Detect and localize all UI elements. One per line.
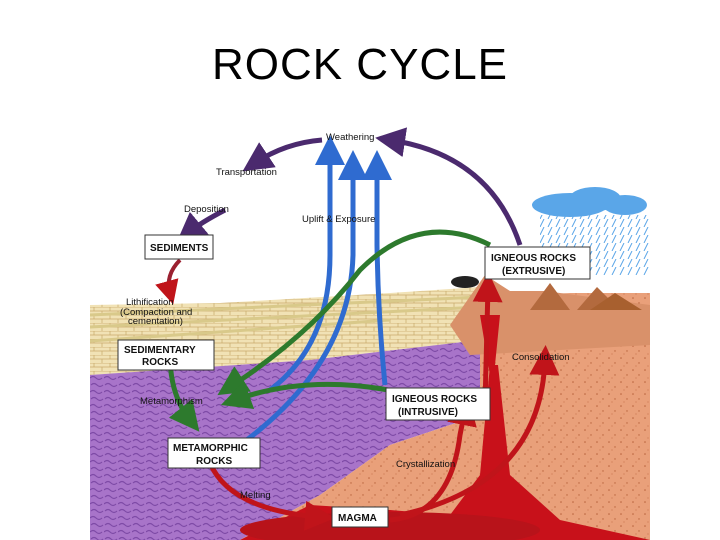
svg-text:ROCKS: ROCKS	[196, 456, 232, 467]
box-sedimentary-rocks: SEDIMENTARY ROCKS	[117, 339, 215, 371]
metamorphism-arrow-from-igneous	[217, 229, 492, 396]
label-deposition: Deposition	[184, 204, 229, 215]
label-melting: Melting	[240, 490, 271, 501]
box-igneous-intrusive: IGNEOUS ROCKS (INTRUSIVE)	[385, 387, 491, 421]
mountain-1	[530, 283, 570, 310]
svg-text:IGNEOUS ROCKS: IGNEOUS ROCKS	[392, 394, 477, 405]
box-metamorphic-rocks: METAMORPHIC ROCKS	[167, 437, 261, 469]
box-igneous-extrusive: IGNEOUS ROCKS (EXTRUSIVE)	[484, 246, 591, 280]
svg-text:(EXTRUSIVE): (EXTRUSIVE)	[502, 266, 565, 277]
mountain-3	[590, 293, 642, 310]
label-lithification-3: cementation)	[128, 316, 183, 327]
label-metamorphism: Metamorphism	[140, 396, 203, 407]
label-uplift: Uplift & Exposure	[302, 214, 375, 225]
label-lithification: Lithification	[126, 297, 174, 308]
label-lithification-2: (Compaction and	[120, 307, 192, 318]
svg-text:METAMORPHIC: METAMORPHIC	[173, 443, 248, 454]
lithification-arrow	[155, 258, 182, 305]
melting-arrow	[207, 461, 335, 531]
slide-title: ROCK CYCLE	[211, 40, 509, 89]
svg-text:ROCKS: ROCKS	[142, 357, 178, 368]
uplift-arrow-right	[362, 150, 392, 386]
deposition-arrow	[176, 207, 227, 243]
svg-text:SEDIMENTARY: SEDIMENTARY	[124, 345, 196, 356]
uplift-arrow-middle	[238, 150, 368, 448]
box-magma: MAGMA	[331, 506, 389, 528]
svg-text:SEDIMENTS: SEDIMENTS	[150, 243, 209, 254]
svg-text:(INTRUSIVE): (INTRUSIVE)	[398, 407, 458, 418]
box-sediments: SEDIMENTS	[144, 234, 214, 260]
label-consolidation: Consolidation	[512, 352, 570, 363]
metamorphism-arrow-from-intrusive	[220, 380, 389, 410]
label-crystallization: Crystallization	[396, 459, 455, 470]
uplift-arrow-left	[268, 135, 345, 392]
svg-text:MAGMA: MAGMA	[338, 513, 377, 524]
weathering-arrow	[375, 127, 523, 246]
consolidation-arrow	[399, 345, 560, 518]
lava-smoke	[451, 276, 479, 288]
rock-cycle-diagram: Weathering Transportation Deposition Upl…	[90, 127, 650, 540]
label-transportation: Transportation	[216, 167, 277, 178]
crystallization-arrow	[389, 395, 477, 523]
label-weathering: Weathering	[326, 132, 374, 143]
transportation-arrow	[242, 137, 323, 172]
extrusion-arrow	[472, 272, 503, 406]
svg-text:IGNEOUS ROCKS: IGNEOUS ROCKS	[491, 253, 576, 264]
